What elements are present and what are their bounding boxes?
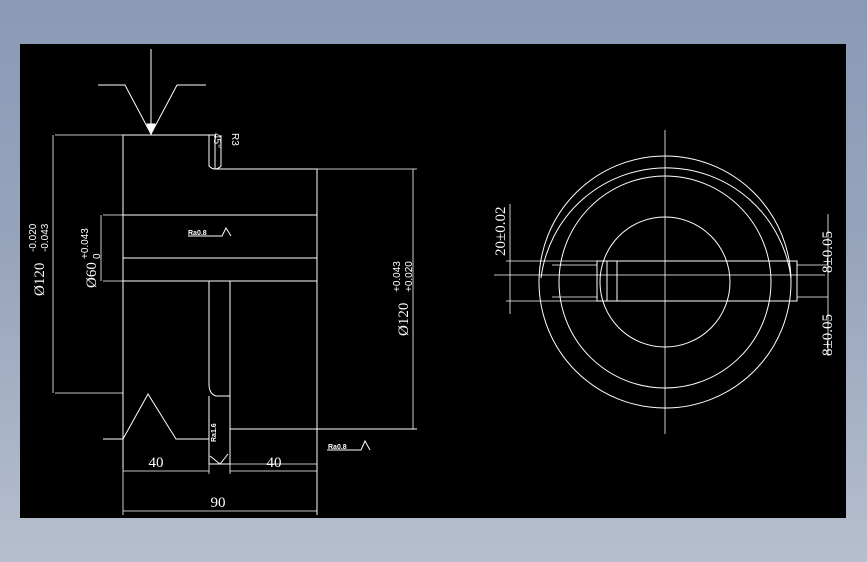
- dim-bore-diameter: Ø60: [84, 262, 100, 288]
- dim-offset-upper: 8±0.05: [820, 231, 836, 273]
- dim-offset-lower: 8±0.05: [820, 314, 836, 356]
- top-view-arrow: [98, 49, 206, 136]
- outer-circle-2: [540, 167, 792, 279]
- roughness-right-label: Ra0.8: [328, 444, 347, 451]
- dim-keyway-width: 20±0.02: [493, 207, 509, 256]
- section-view: [52, 49, 417, 515]
- dim-groove-radius: R3: [229, 133, 240, 146]
- dim-total-90: 90: [211, 495, 226, 511]
- roughness-bore-label: Ra0.8: [188, 230, 207, 237]
- dim-groove-angle: 45°: [211, 133, 222, 148]
- bore-band: [122, 214, 318, 282]
- middle-circle: [558, 175, 772, 389]
- dim-bore-lower-tol: 0: [92, 253, 103, 259]
- roughness-symbol-center: [209, 453, 229, 465]
- roughness-symbol-right: [327, 439, 371, 451]
- dim-outer-diameter: Ø120: [32, 263, 48, 296]
- keyway-slot: [596, 260, 798, 302]
- bore-circle: [599, 216, 731, 348]
- dim-right-40: 40: [267, 455, 282, 471]
- roughness-symbol-bore: [188, 226, 232, 237]
- center-slot: [208, 281, 231, 397]
- drawing-canvas: 40 40 90 Ø120 -0.020 -0.043 Ø60 +0.043 0…: [20, 44, 846, 518]
- groove-notch: [208, 135, 222, 170]
- dim-right-diameter: Ø120: [396, 303, 412, 336]
- outer-circle: [538, 155, 792, 409]
- dim-outer-dia-upper-tol: -0.020: [28, 223, 39, 252]
- dim-right-dia-upper-tol: +0.043: [392, 261, 403, 292]
- end-view: [494, 130, 829, 434]
- cad-drawing: 40 40 90 Ø120 -0.020 -0.043 Ø60 +0.043 0…: [28, 49, 836, 515]
- dim-right-dia-lower-tol: +0.020: [404, 261, 415, 292]
- bottom-v-left: [103, 393, 209, 440]
- roughness-center-label: Ra1.6: [211, 423, 218, 442]
- dim-bore-upper-tol: +0.043: [80, 228, 91, 259]
- dim-left-40: 40: [149, 455, 164, 471]
- keyway-inner: [606, 260, 618, 302]
- dim-outer-dia-lower-tol: -0.043: [40, 223, 51, 252]
